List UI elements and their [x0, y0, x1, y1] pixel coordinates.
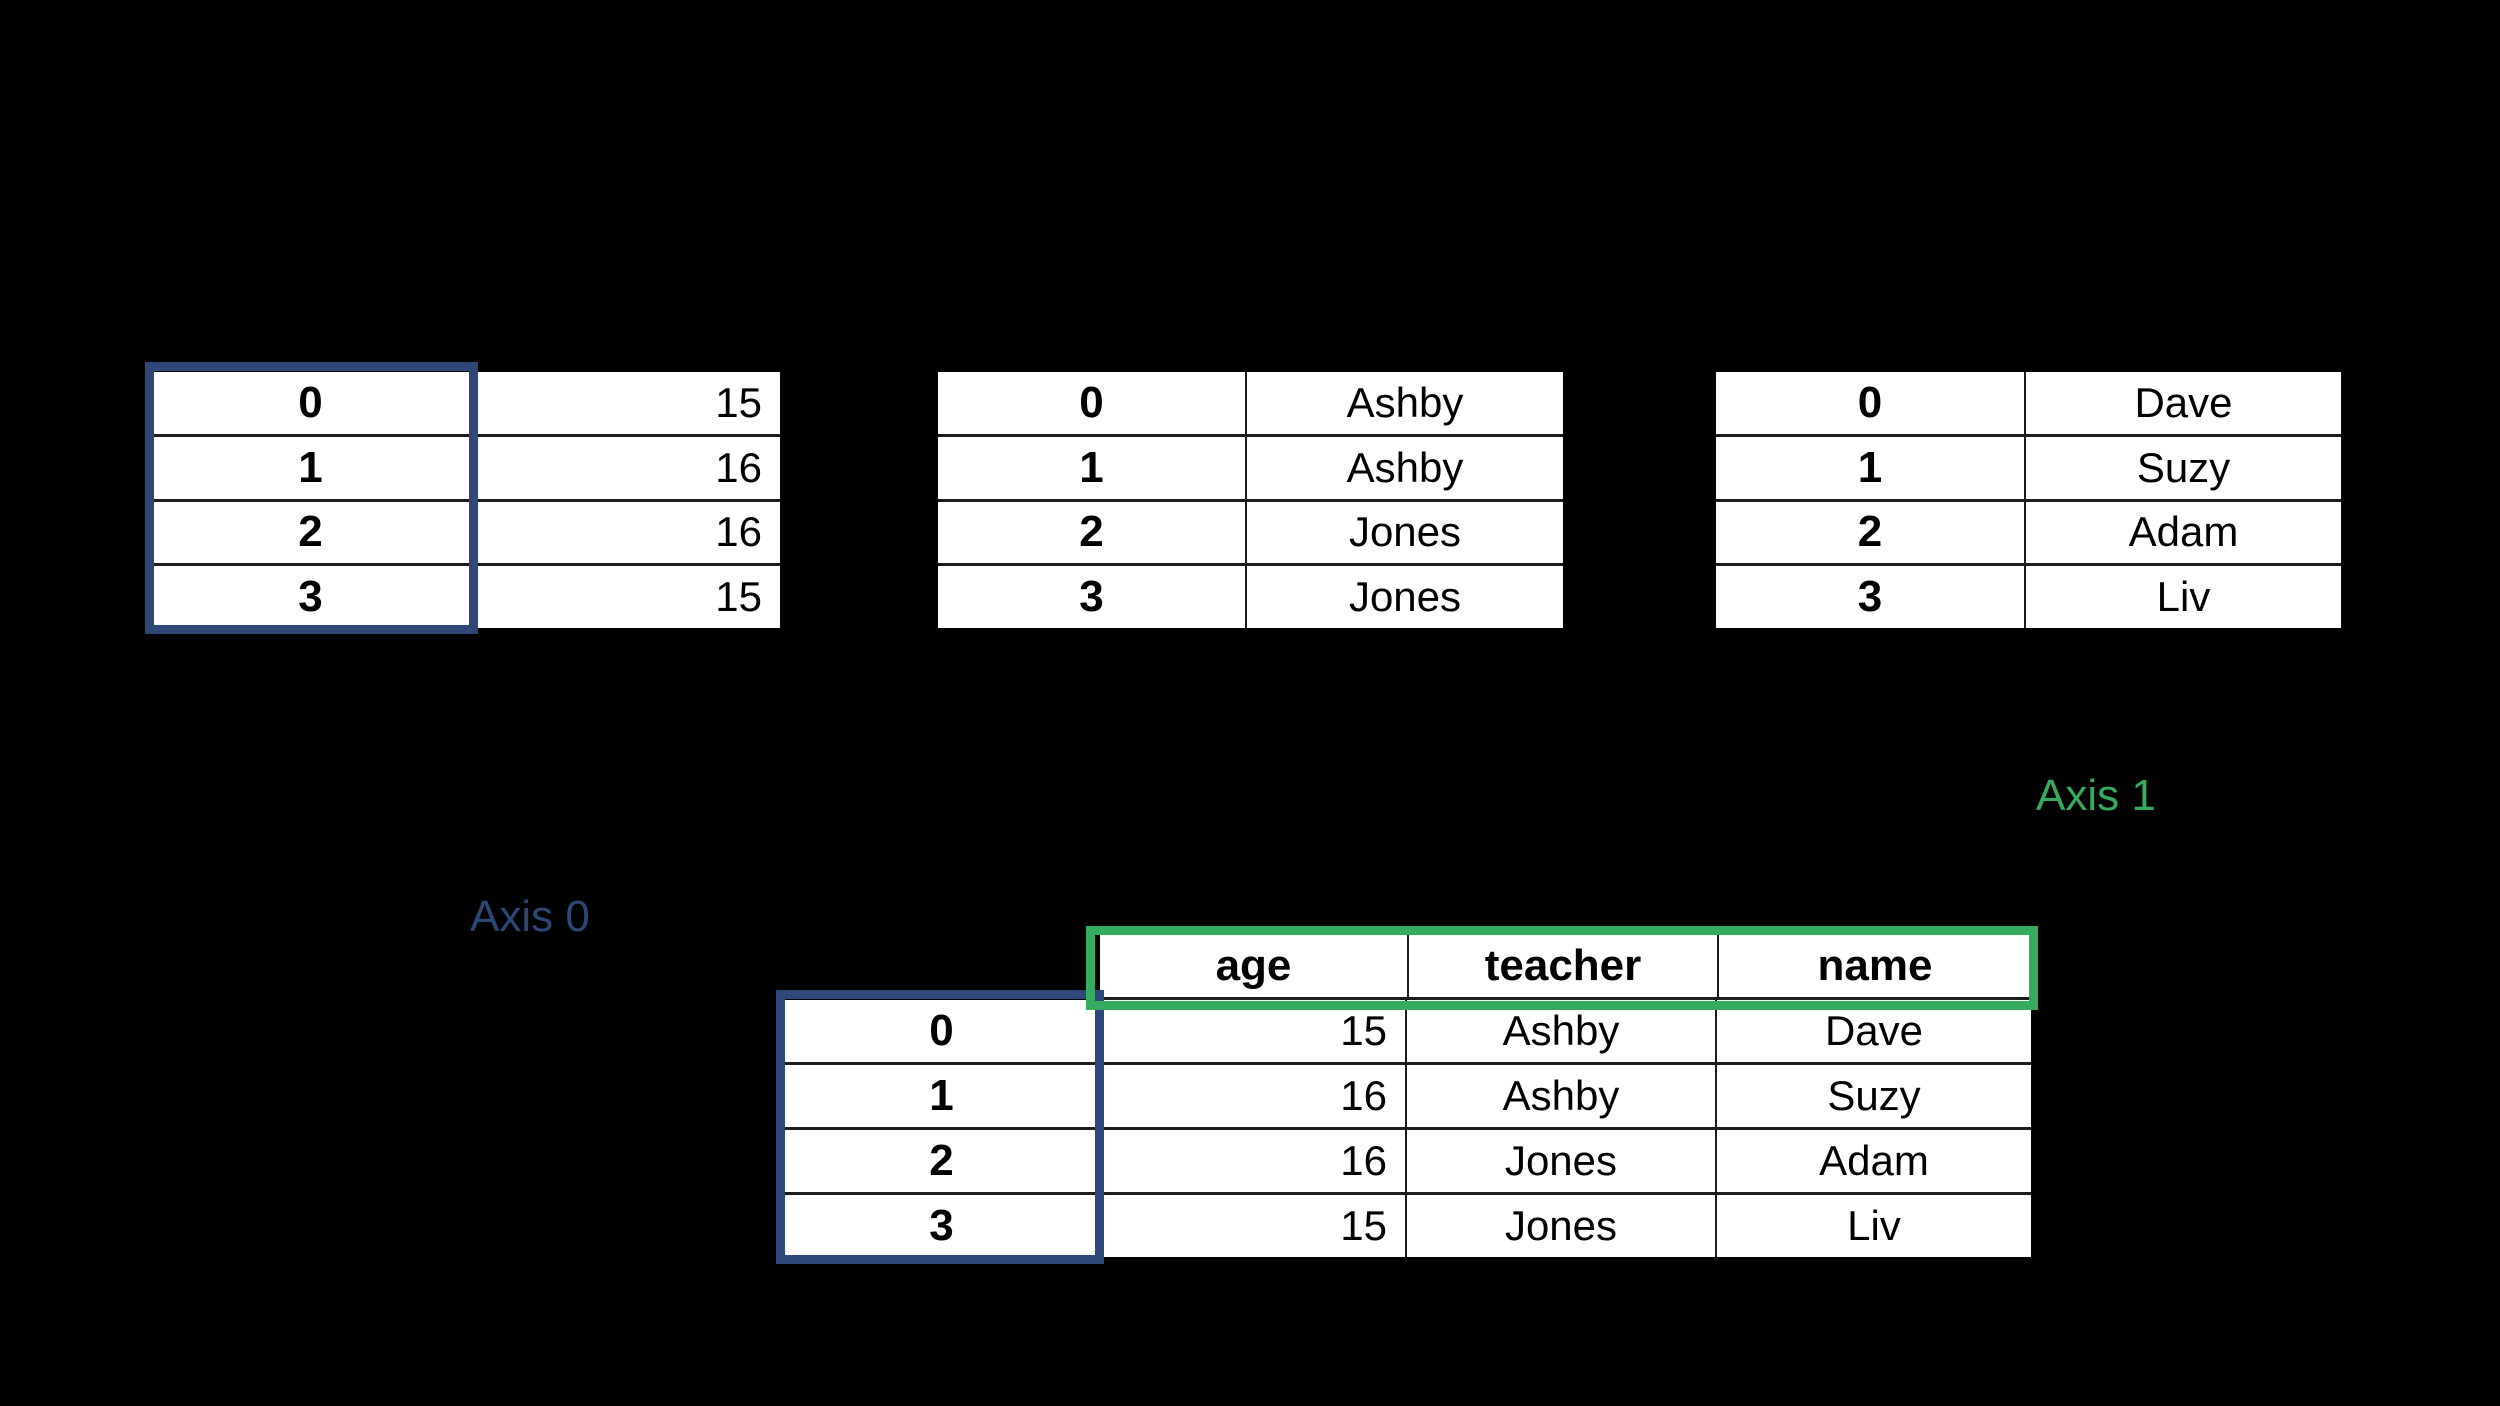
name-cell: Dave	[1824, 1007, 1924, 1054]
index-cell: 1	[1716, 436, 2026, 499]
index-cell: 2	[1716, 501, 2026, 564]
index-cell: 0	[1716, 372, 2026, 434]
value-cell: 16	[715, 443, 762, 491]
axis0-index-highlight-box-series	[145, 362, 478, 634]
axis-0-label: Axis 0	[470, 892, 590, 941]
teacher-cell: Ashby	[1407, 1065, 1717, 1127]
axis1-header-highlight-box-dataframe	[1086, 926, 2038, 1010]
table-row: 2 16 Jones Adam	[785, 1127, 2031, 1192]
index-cell: 3	[938, 566, 1247, 628]
name-cell: Liv	[1847, 1202, 1901, 1249]
table-row: 0 Ashby	[938, 372, 1563, 434]
table-row: 1 16	[151, 433, 780, 499]
dataframe-body: 0 15 Ashby Dave 1 16 Ashby Suzy 2 16 Jon…	[785, 1000, 2031, 1257]
table-row: 1 Suzy	[1716, 433, 2341, 499]
index-cell: 2	[938, 501, 1247, 564]
table-row: 1 16 Ashby Suzy	[785, 1062, 2031, 1127]
table-row: 1 Ashby	[938, 433, 1563, 499]
age-cell: 16	[1100, 1065, 1407, 1127]
teacher-cell: Ashby	[1407, 1000, 1717, 1062]
value-cell: Liv	[2156, 573, 2211, 621]
column-header-name: name	[1717, 935, 2031, 997]
axis0-index-highlight-box-dataframe	[776, 990, 1104, 1264]
table-row: 3 15 Jones Liv	[785, 1192, 2031, 1257]
name-cell: Adam	[1819, 1137, 1929, 1184]
index-cell: 3	[1716, 566, 2026, 628]
age-cell: 15	[1100, 1195, 1407, 1257]
name-series-table: 0 Dave 1 Suzy 2 Adam 3 Liv	[1716, 372, 2341, 628]
teacher-series-table: 0 Ashby 1 Ashby 2 Jones 3 Jones	[938, 372, 1563, 628]
table-row: 3 Jones	[938, 563, 1563, 628]
value-cell: Dave	[2134, 378, 2233, 426]
table-row: 2 Jones	[938, 498, 1563, 564]
teacher-cell: Jones	[1407, 1195, 1717, 1257]
table-row: 3 Liv	[1716, 563, 2341, 628]
value-cell: Suzy	[2136, 443, 2231, 491]
value-cell: Ashby	[1346, 378, 1464, 426]
index-cell: 0	[938, 372, 1247, 434]
name-cell: Suzy	[1827, 1072, 1921, 1119]
value-cell: 16	[715, 508, 762, 556]
table-row: 0 15 Ashby Dave	[785, 1000, 2031, 1062]
teacher-cell: Jones	[1407, 1130, 1717, 1192]
age-cell: 15	[1100, 1000, 1407, 1062]
axis-1-label: Axis 1	[2036, 771, 2156, 820]
column-header-age: age	[1215, 941, 1292, 990]
value-cell: Adam	[2128, 508, 2239, 556]
value-cell: Jones	[1348, 573, 1462, 621]
value-cell: 15	[715, 378, 762, 426]
dataframe-header-row: age teacher name	[1100, 935, 2031, 1000]
table-row: 2 Adam	[1716, 498, 2341, 564]
dataframe-table: age teacher name 0 15 Ashby Dave 1 16 As…	[785, 935, 2031, 1257]
age-series-table: 0 15 1 16 2 16 3 15	[151, 372, 780, 628]
age-cell: 16	[1100, 1130, 1407, 1192]
table-row: 0 Dave	[1716, 372, 2341, 434]
index-cell: 1	[938, 436, 1247, 499]
column-header-teacher: teacher	[1407, 935, 1717, 997]
value-cell: Ashby	[1346, 443, 1464, 491]
value-cell: Jones	[1348, 508, 1462, 556]
value-cell: 15	[715, 573, 762, 621]
